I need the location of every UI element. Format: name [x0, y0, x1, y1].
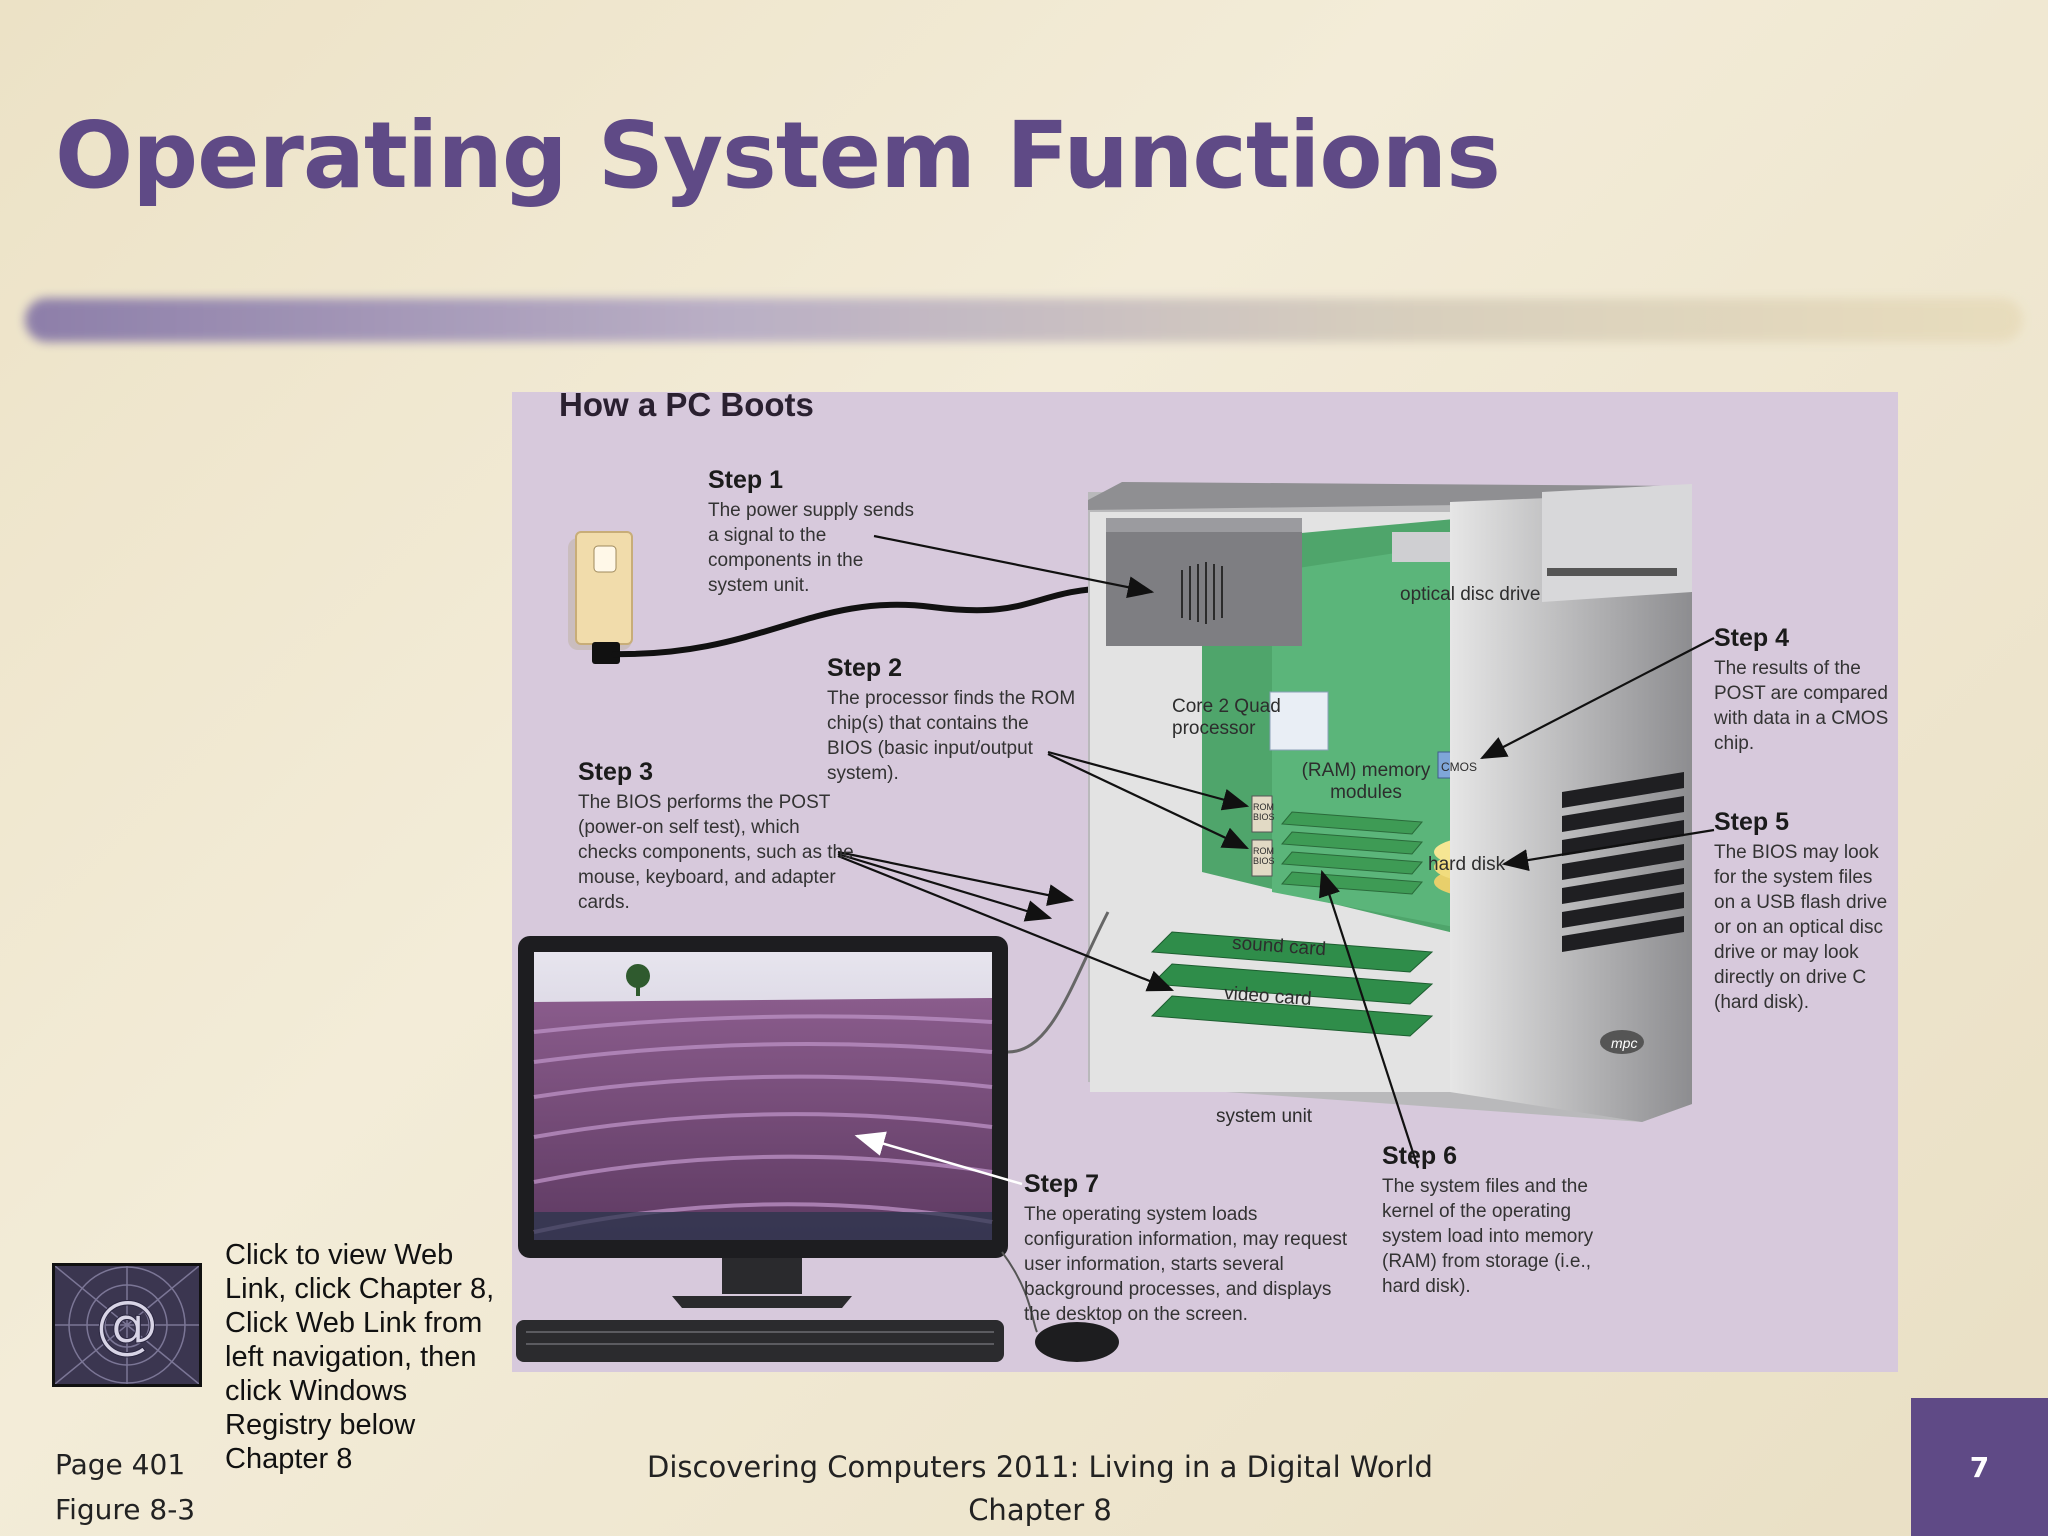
svg-text:@: @: [95, 1288, 159, 1362]
step-heading: Step 1: [708, 466, 784, 494]
boot-illustration: mpc: [516, 482, 1715, 1362]
chapter-label: Chapter 8: [968, 1493, 1112, 1527]
step-6: Step 6 The system files and the kernel o…: [1382, 1142, 1630, 1299]
step7-arrow: [854, 1131, 1023, 1186]
figure-reference: Figure 8-3: [55, 1493, 196, 1526]
mouse: [1035, 1322, 1119, 1362]
label-cmos: CMOS: [1441, 760, 1477, 774]
web-link-button[interactable]: @: [52, 1263, 202, 1387]
step-text: The BIOS may look for the system files o…: [1714, 842, 1888, 1013]
step-text: The results of the POST are compared wit…: [1714, 658, 1889, 754]
step-text: The processor finds the ROM chip(s) that…: [827, 688, 1076, 784]
step-3: Step 3 The BIOS performs the POST (power…: [578, 758, 858, 915]
step-text: The system files and the kernel of the o…: [1382, 1176, 1594, 1297]
title-divider: [25, 298, 2023, 342]
footer-reference: Page 401 Figure 8-3: [55, 1442, 195, 1532]
label-system-unit: system unit: [1216, 1106, 1313, 1127]
brand-logo: mpc: [1611, 1035, 1637, 1051]
step-heading: Step 5: [1714, 808, 1790, 836]
step-heading: Step 2: [827, 654, 903, 682]
label-ram: (RAM) memory modules: [1301, 760, 1431, 803]
label-rom-bios-1: ROM BIOS: [1253, 802, 1275, 822]
step-1: Step 1 The power supply sends a signal t…: [708, 466, 918, 598]
label-hard-disk: hard disk: [1428, 854, 1506, 875]
step-heading: Step 7: [1024, 1170, 1100, 1198]
slide-number: 7: [1911, 1398, 2048, 1536]
keyboard: [516, 1320, 1004, 1362]
at-sign-icon: @: [54, 1265, 200, 1385]
step-heading: Step 6: [1382, 1142, 1458, 1170]
label-processor: Core 2 Quad processor: [1172, 696, 1281, 739]
step-heading: Step 3: [578, 758, 654, 786]
wall-outlet: [568, 531, 633, 664]
step-heading: Step 4: [1714, 624, 1790, 652]
footer-book-title: Discovering Computers 2011: Living in a …: [640, 1446, 1440, 1532]
step-text: The power supply sends a signal to the c…: [708, 500, 914, 596]
book-title: Discovering Computers 2011: Living in a …: [647, 1450, 1433, 1484]
step-text: The operating system loads configuration…: [1024, 1204, 1348, 1325]
web-link-instructions: Click to view Web Link, click Chapter 8,…: [225, 1239, 495, 1475]
page-reference: Page 401: [55, 1448, 186, 1481]
figure-title: How a PC Boots: [559, 392, 814, 423]
monitor: [518, 936, 1008, 1308]
boot-figure: mpc: [512, 392, 1898, 1372]
step-5: Step 5 The BIOS may look for the system …: [1714, 808, 1898, 1015]
label-rom-bios-2: ROM BIOS: [1253, 846, 1275, 866]
power-cord: [611, 585, 1113, 658]
step-7: Step 7 The operating system loads config…: [1024, 1170, 1360, 1327]
step-4: Step 4 The results of the POST are compa…: [1714, 624, 1898, 756]
slide-title: Operating System Functions: [55, 102, 1501, 209]
step-2: Step 2 The processor finds the ROM chip(…: [827, 654, 1077, 786]
system-unit: mpc: [1088, 482, 1692, 1122]
callout-arrows: [837, 534, 1715, 1169]
label-optical-drive: optical disc drive: [1400, 584, 1541, 605]
step-text: The BIOS performs the POST (power-on sel…: [578, 792, 854, 913]
